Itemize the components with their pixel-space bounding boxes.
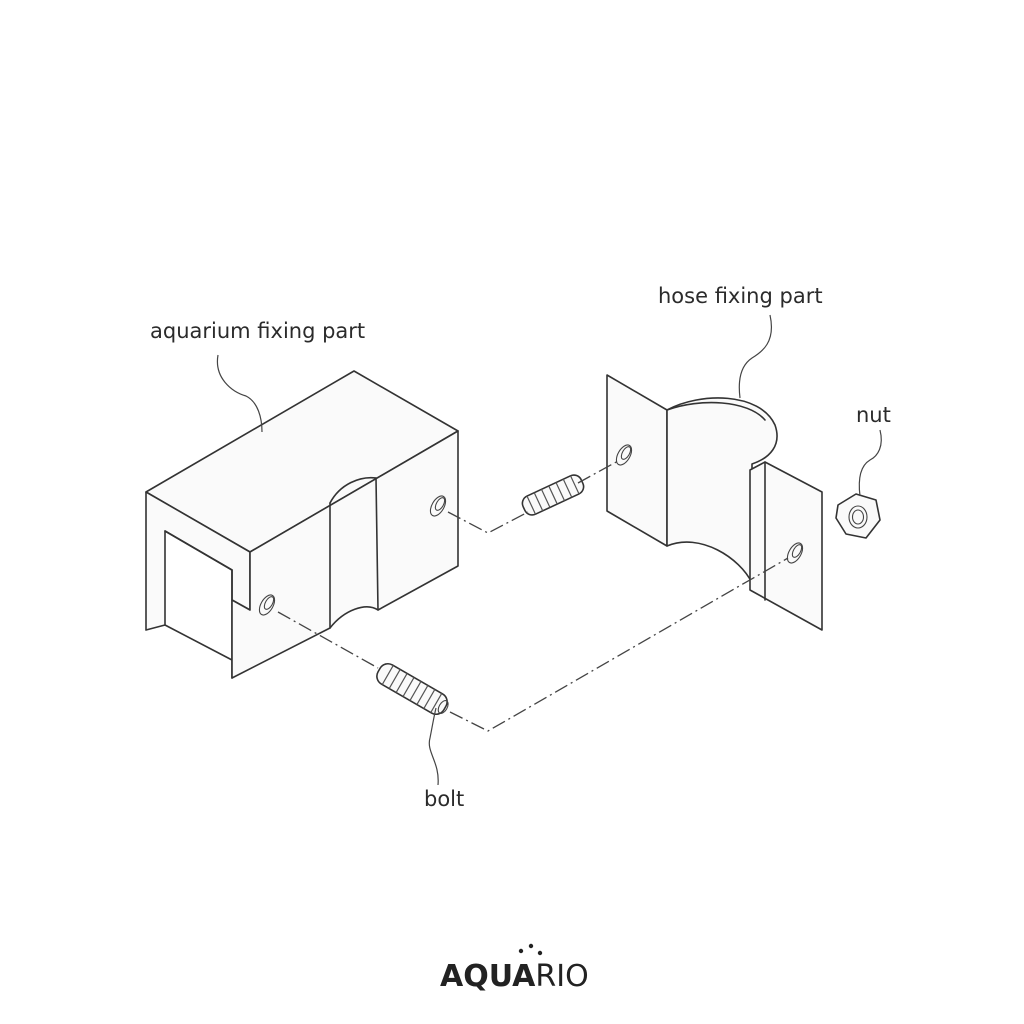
label-bolt: bolt <box>424 787 464 811</box>
logo-text-bold: AQUA <box>440 959 536 994</box>
leader-lines <box>216 314 882 786</box>
assembly-axis-lines <box>277 460 789 732</box>
aquario-logo: AQUARIO <box>440 943 589 994</box>
hose-fixing-part <box>606 374 823 631</box>
nut-part <box>835 493 881 539</box>
label-hose-fixing-part: hose fixing part <box>658 284 823 308</box>
logo-bubble-icon <box>537 950 543 956</box>
logo-text: AQUARIO <box>440 959 589 994</box>
logo-bubble-icon <box>518 948 524 954</box>
logo-text-light: RIO <box>535 959 588 994</box>
label-nut: nut <box>856 403 891 427</box>
bolt-lower <box>376 662 449 716</box>
logo-bubble-icon <box>528 943 534 949</box>
aquarium-fixing-part <box>145 370 459 679</box>
bolt-upper <box>521 474 585 516</box>
label-aquarium-fixing-part: aquarium fixing part <box>150 319 365 343</box>
